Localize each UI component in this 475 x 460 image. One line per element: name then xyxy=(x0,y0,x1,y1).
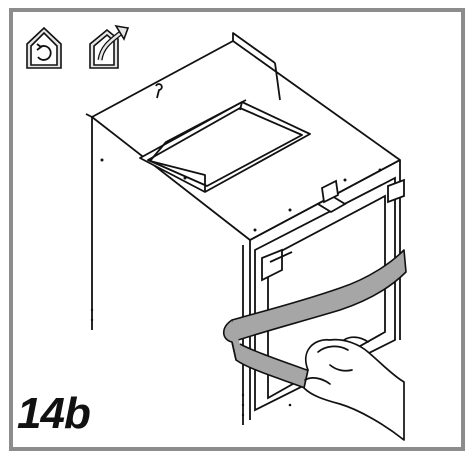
step-number-label: 14b xyxy=(17,389,91,438)
screw-marks xyxy=(90,158,382,417)
hand xyxy=(303,336,405,441)
recirculation-mode-icon xyxy=(26,26,62,69)
extraction-mode-icon xyxy=(89,24,130,69)
protective-film-strip xyxy=(222,249,407,391)
